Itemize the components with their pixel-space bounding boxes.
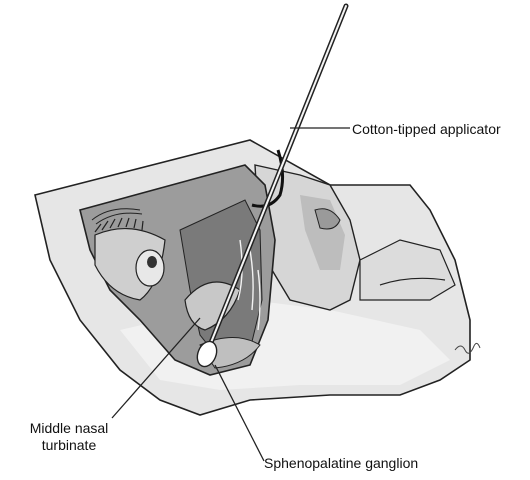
turbinate-label-line2: turbinate: [14, 437, 124, 454]
applicator-label: Cotton-tipped applicator: [352, 121, 501, 138]
ganglion-label: Sphenopalatine ganglion: [264, 455, 418, 472]
turbinate-label: Middle nasal turbinate: [14, 420, 124, 454]
turbinate-label-line1: Middle nasal: [14, 420, 124, 437]
pupil: [147, 256, 157, 268]
eye: [136, 250, 164, 286]
